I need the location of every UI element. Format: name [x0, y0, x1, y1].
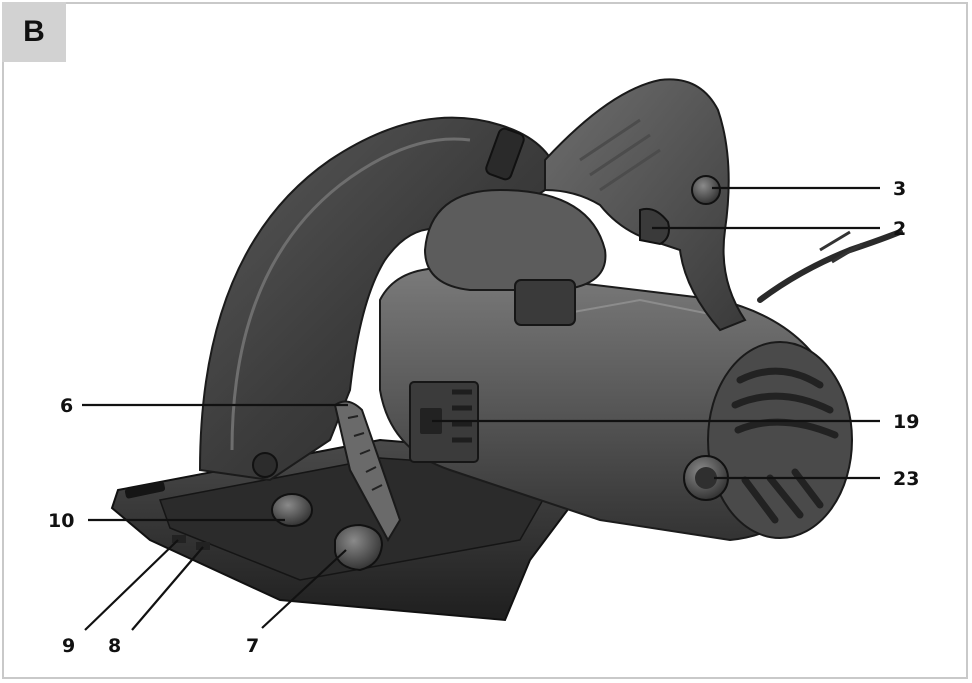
vent-cap: [707, 341, 853, 539]
bevel-lock-knob: [334, 523, 384, 572]
callout-2: 2: [893, 218, 906, 240]
callout-7: 7: [246, 635, 259, 657]
front-knob: [423, 188, 607, 291]
handle-grip-lines: [579, 118, 661, 192]
base-slot: [124, 481, 166, 499]
callout-9: 9: [62, 635, 75, 657]
leader-9: [84, 539, 179, 631]
power-cord: [757, 229, 903, 303]
callout-6: 6: [60, 395, 73, 417]
guard-pivot: [252, 452, 278, 478]
callout-19: 19: [893, 411, 919, 433]
guard-rim: [230, 137, 471, 451]
callout-8: 8: [108, 635, 121, 657]
trigger-switch: [639, 207, 670, 246]
cord-tail: [819, 230, 863, 264]
callout-10: 10: [48, 510, 74, 532]
leader-lines: [82, 186, 880, 631]
base-plate-inner: [158, 457, 562, 581]
callout-23: 23: [893, 468, 919, 490]
front-knob-post: [514, 279, 576, 326]
guide-mark-8: [196, 542, 210, 550]
guide-mark-9: [172, 535, 186, 543]
lock-button: [420, 408, 442, 434]
lock-ribs: [452, 389, 472, 443]
panel-label: B: [2, 2, 66, 62]
lock-off-button: [691, 175, 721, 205]
callout-3: 3: [893, 178, 906, 200]
guard-clip: [485, 127, 525, 181]
main-handle: [544, 78, 747, 332]
brush-cap-center: [695, 467, 717, 489]
leader-8: [131, 546, 204, 631]
leader-7: [261, 549, 347, 629]
depth-lock-knob: [271, 493, 313, 527]
bevel-scale-ticks: [347, 415, 383, 491]
vent-slots: [731, 367, 839, 524]
